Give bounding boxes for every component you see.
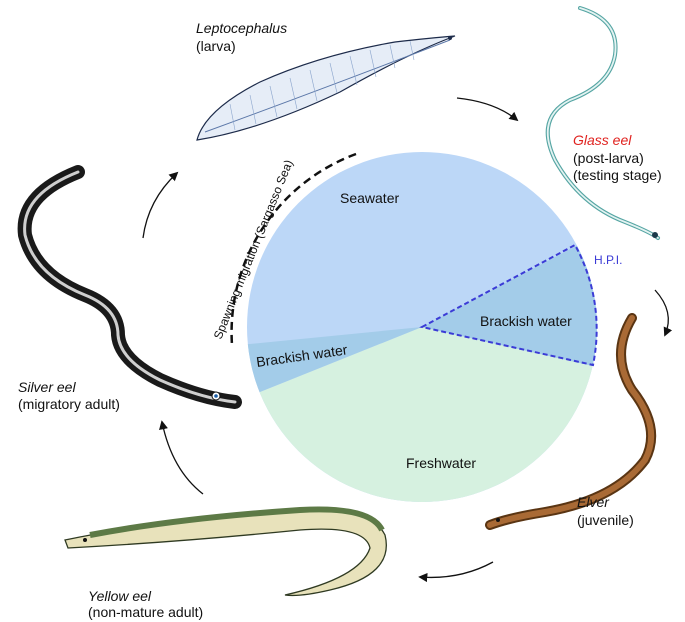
silver-eel-icon [17, 165, 242, 409]
brackish-left-zone [247, 327, 422, 400]
stage-name-leptocephalus: Leptocephalus [196, 20, 287, 36]
leptocephalus-larva-icon [196, 35, 456, 141]
stage-sub-elver: (juvenile) [577, 512, 634, 528]
seawater-label: Seawater [340, 190, 399, 206]
freshwater-label: Freshwater [406, 455, 476, 471]
habitat-circle [247, 152, 598, 502]
freshwater-zone [247, 327, 597, 502]
stage-name-yellow-eel: Yellow eel [88, 588, 152, 604]
stage-name-glass-eel: Glass eel [573, 132, 632, 148]
cycle-arrow-icon [142, 97, 673, 583]
stage-name-elver: Elver [577, 494, 610, 510]
hpi-label: H.P.I. [594, 253, 622, 267]
brackish-right-label: Brackish water [480, 313, 572, 329]
stage-sub-leptocephalus: (larva) [196, 38, 236, 54]
elver-icon [485, 313, 657, 530]
spawning-migration-arc [230, 152, 357, 346]
glass-eel-icon [545, 6, 660, 240]
yellow-eel-icon [64, 506, 387, 597]
stage-sub-glass-eel-1: (post-larva) [573, 150, 644, 166]
stage-name-silver-eel: Silver eel [18, 379, 76, 395]
stage-sub-silver-eel: (migratory adult) [18, 396, 120, 412]
stage-sub-glass-eel-2: (testing stage) [573, 167, 662, 183]
hpi-outline [419, 243, 598, 367]
brackish-right-zone [422, 245, 597, 370]
stage-sub-yellow-eel: (non-mature adult) [88, 604, 203, 620]
